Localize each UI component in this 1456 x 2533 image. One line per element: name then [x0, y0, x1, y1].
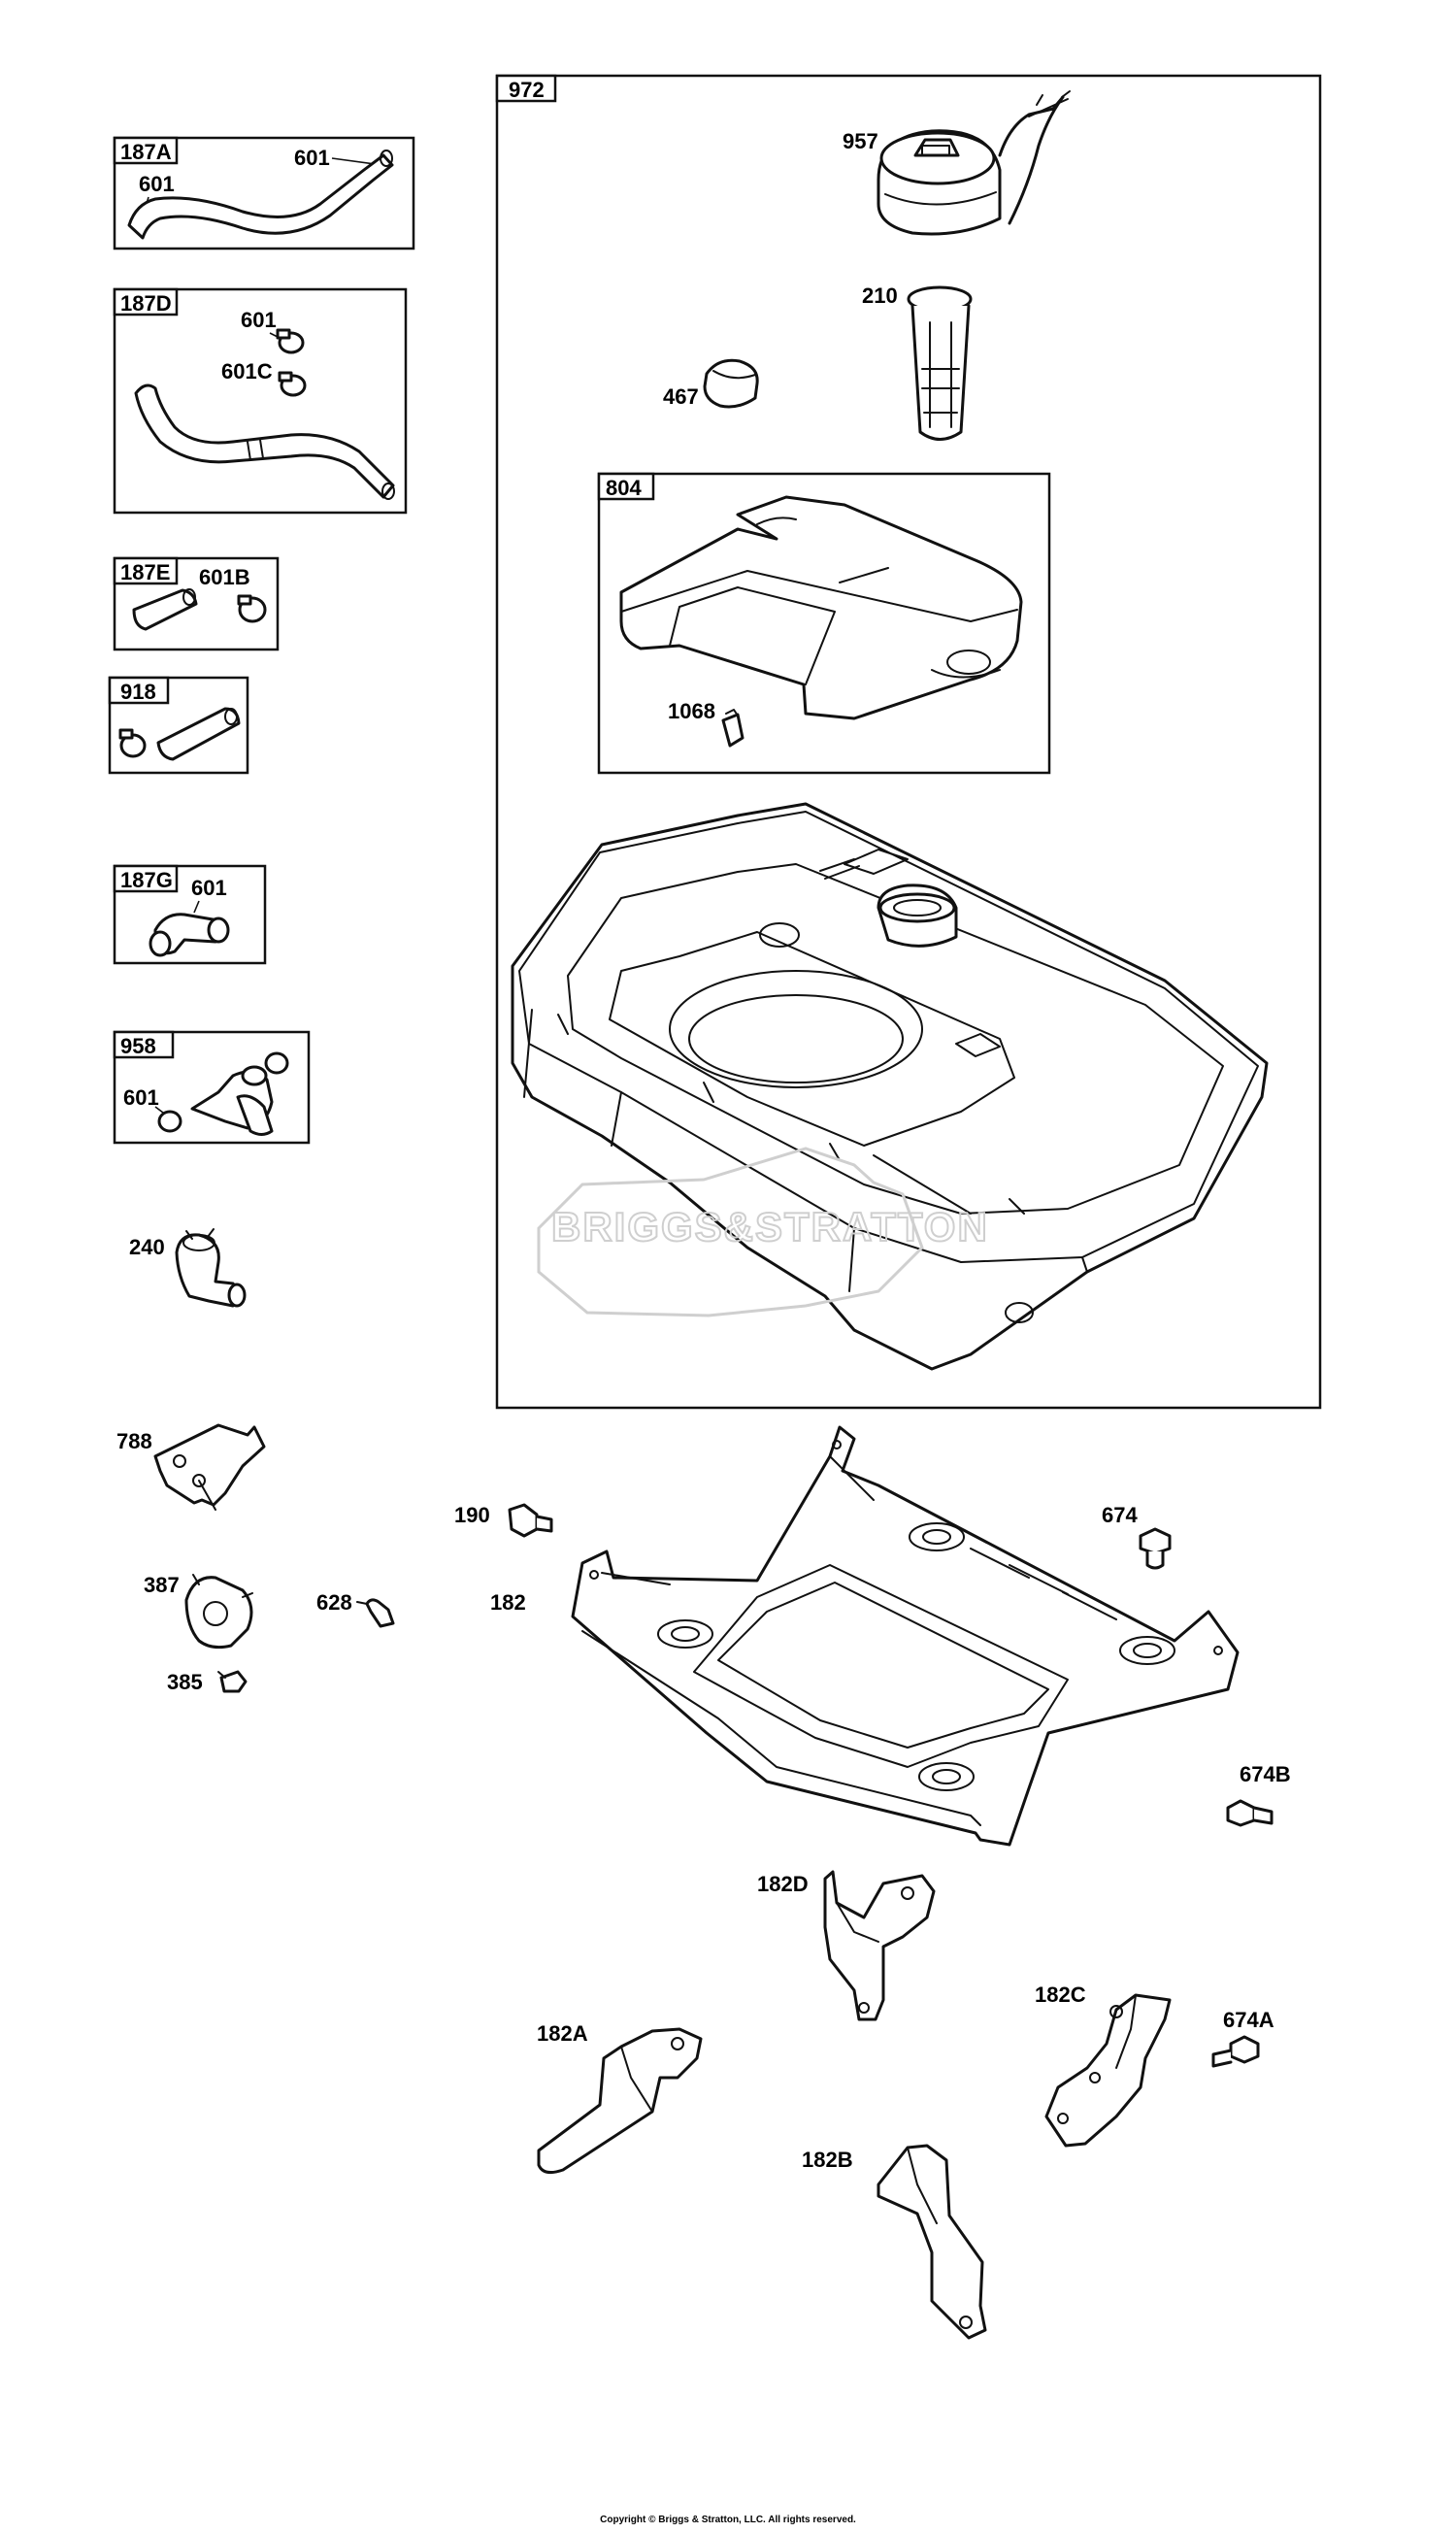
- label-210: 210: [862, 283, 898, 308]
- label-182a: 182A: [537, 2021, 588, 2046]
- label-957: 957: [843, 129, 878, 153]
- fuel-line-918[interactable]: [156, 707, 241, 761]
- group-187a: 187A 601 601: [113, 136, 415, 250]
- fuel-strainer-210[interactable]: 210: [862, 283, 973, 441]
- label-628: 628: [316, 1590, 352, 1615]
- label-387: 387: [144, 1573, 180, 1597]
- shutoff-valve-958[interactable]: [190, 1065, 274, 1136]
- label-601b: 601B: [199, 565, 250, 589]
- label-601c: 601C: [221, 359, 273, 383]
- fuel-tank[interactable]: [511, 802, 1269, 1371]
- label-187a: 187A: [120, 140, 172, 164]
- label-601-a1: 601: [294, 146, 330, 170]
- svg-text:BRIGGS&STRATTON: BRIGGS&STRATTON: [551, 1204, 989, 1250]
- label-674a: 674A: [1223, 2008, 1274, 2032]
- label-190: 190: [454, 1503, 490, 1527]
- clip-1068[interactable]: [721, 709, 745, 748]
- label-804: 804: [606, 476, 642, 500]
- frame-182[interactable]: 182: [490, 1425, 1240, 1847]
- bolt-674[interactable]: 674: [1102, 1503, 1172, 1570]
- group-804: 804: [597, 472, 1051, 775]
- label-674b: 674B: [1240, 1762, 1291, 1786]
- clamp-601b[interactable]: [237, 594, 267, 623]
- label-182b: 182B: [802, 2148, 853, 2172]
- group-972: 972: [495, 74, 1322, 1410]
- fuel-line-187d[interactable]: [134, 383, 395, 500]
- copyright-notice: Copyright © Briggs & Stratton, LLC. All …: [600, 2515, 856, 2525]
- label-918: 918: [120, 680, 156, 704]
- group-187g: 187G 601: [113, 864, 267, 965]
- bolt-674b[interactable]: 674B: [1226, 1762, 1291, 1827]
- knob-467[interactable]: 467: [663, 358, 759, 409]
- tank-cover-804[interactable]: 1068: [619, 495, 1023, 748]
- label-467: 467: [663, 384, 699, 409]
- label-187d: 187D: [120, 291, 172, 316]
- elbow-187g[interactable]: [149, 913, 230, 957]
- clamp-958-a[interactable]: [157, 1110, 182, 1133]
- label-601-g: 601: [191, 876, 227, 900]
- bracket-182a[interactable]: 182A: [537, 2021, 703, 2175]
- screw-385[interactable]: 385: [167, 1670, 248, 1694]
- part-240[interactable]: 240: [129, 1228, 247, 1308]
- clamp-918[interactable]: [118, 728, 147, 758]
- bracket-182b[interactable]: 182B: [802, 2144, 987, 2340]
- clamp-601c[interactable]: [278, 371, 307, 397]
- bracket-182d[interactable]: 182D: [757, 1870, 936, 2021]
- bolt-674a[interactable]: 674A: [1211, 2008, 1274, 2068]
- group-918: 918: [108, 676, 249, 775]
- fuel-line-187e[interactable]: [132, 588, 198, 631]
- label-182c: 182C: [1035, 1983, 1086, 2007]
- screw-628[interactable]: 628: [316, 1590, 395, 1628]
- fuel-cap-957[interactable]: 957: [843, 90, 1071, 236]
- fuel-line-187a[interactable]: [127, 150, 394, 240]
- label-182d: 182D: [757, 1872, 809, 1896]
- label-187g: 187G: [120, 868, 173, 892]
- label-674: 674: [1102, 1503, 1138, 1527]
- label-240: 240: [129, 1235, 165, 1259]
- bolt-190[interactable]: 190: [454, 1503, 553, 1538]
- label-1068: 1068: [668, 699, 715, 723]
- clamp-958-b[interactable]: [264, 1051, 289, 1075]
- label-972: 972: [509, 78, 545, 102]
- watermark: BRIGGS&STRATTON: [537, 1147, 989, 1317]
- label-601-958: 601: [123, 1085, 159, 1110]
- label-385: 385: [167, 1670, 203, 1694]
- label-788: 788: [116, 1429, 152, 1453]
- group-958: 958 601: [113, 1030, 311, 1145]
- part-387[interactable]: 387: [144, 1573, 253, 1650]
- clamp-601-d[interactable]: [276, 328, 305, 354]
- label-601-d: 601: [241, 308, 277, 332]
- group-187e: 187E 601B: [113, 556, 280, 651]
- label-187e: 187E: [120, 560, 170, 584]
- group-187d: 187D 601 601C: [113, 287, 408, 515]
- label-601-a2: 601: [139, 172, 175, 196]
- bracket-182c[interactable]: 182C: [1035, 1983, 1172, 2148]
- label-182: 182: [490, 1590, 526, 1615]
- bracket-788[interactable]: 788: [116, 1423, 266, 1511]
- label-958: 958: [120, 1034, 156, 1058]
